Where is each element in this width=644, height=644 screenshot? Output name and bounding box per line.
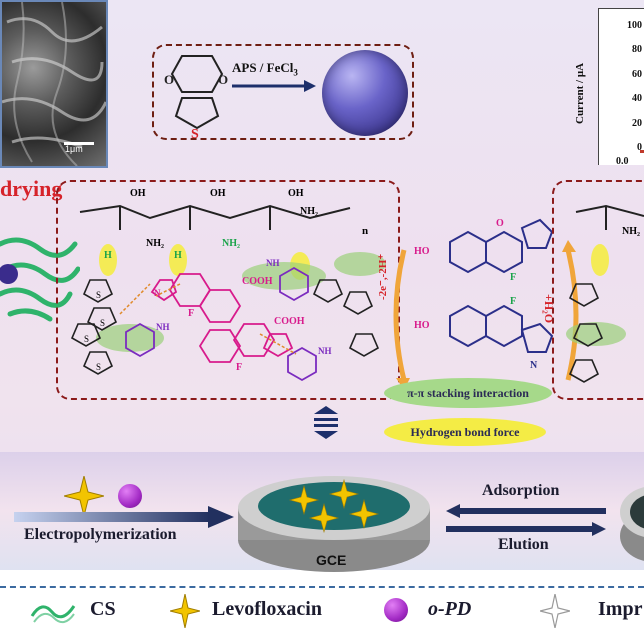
opd-sphere-reactant (118, 484, 142, 508)
chart-x-tick: 0.0 (616, 156, 629, 167)
f-label: F (188, 308, 194, 319)
s-label: S (96, 362, 101, 372)
imprinted-electrode (620, 487, 644, 561)
svg-text:O: O (218, 72, 228, 87)
monomer-sulfur: S (191, 127, 199, 140)
s-label: S (84, 334, 89, 344)
ho-label: HO (414, 246, 430, 257)
levofloxacin-molecule-bottom: HO F N (414, 296, 554, 371)
sem-image: 1μm (0, 0, 108, 168)
svg-text:O: O (164, 72, 174, 87)
hydration-arrow (562, 240, 579, 381)
legend-cs-label: CS (90, 598, 116, 620)
legend-divider (0, 586, 644, 588)
chart-line (640, 150, 644, 153)
nh-label: NH (266, 258, 280, 268)
nh2-label: NH₂ (300, 206, 318, 217)
o-label: O (496, 218, 504, 229)
h-label: H (174, 250, 182, 261)
levofloxacin-legend-icon (170, 594, 200, 628)
legend-imprint-label: Impr (598, 598, 643, 620)
elution-label: Elution (498, 536, 549, 553)
f-label: F (236, 362, 242, 373)
chart-ylabel: Current / μA (574, 62, 586, 124)
nh-label: NH (156, 322, 170, 332)
levofloxacin-star-reactant (64, 476, 104, 516)
elution-arrow (446, 522, 606, 536)
current-chart (598, 8, 644, 165)
opd-legend-icon (384, 598, 408, 622)
oh-label: OH (130, 188, 146, 199)
reagents-text: APS / FeCl (232, 60, 294, 75)
pedot-sphere (322, 50, 408, 136)
reagents-subscript: 3 (293, 67, 298, 78)
pi-stacking-pill: π-π stacking interaction (384, 378, 552, 408)
electropolymerization-arrow (14, 506, 234, 528)
legend-levofloxacin-label: Levofloxacin (212, 598, 322, 620)
s-label: S (100, 318, 105, 328)
electropolymerization-label: Electropolymerization (24, 526, 177, 543)
equivalence-icon (314, 406, 338, 439)
y-tick: 100 (627, 20, 642, 31)
hbond-pill: Hydrogen bond force (384, 418, 546, 446)
sem-scale-bar: 1μm (65, 144, 83, 154)
s-label: S (96, 290, 101, 300)
adsorption-arrow (446, 504, 606, 518)
legend-opd-label: o-PD (428, 598, 471, 621)
y-tick: 0 (637, 142, 642, 154)
y-tick: 80 (632, 44, 642, 56)
polymer-structure: OH OH OH NH₂ NH₂ NH₂ n H H S S S S (70, 188, 386, 382)
edot-monomer: O O S (164, 55, 228, 140)
cooh-label: COOH (242, 276, 273, 287)
cs-legend-icon (30, 605, 76, 624)
hbond-label: Hydrogen bond force (410, 425, 520, 439)
nh2-label: NH₂ (622, 226, 640, 237)
nh-label: NH (318, 346, 332, 356)
f-label: F (510, 296, 516, 307)
nh2-label: NH₂ (222, 238, 240, 249)
synthesis-arrow (232, 80, 316, 92)
forward-reaction-label: -2e⁻,-2H⁺ (377, 253, 389, 300)
y-tick: 60 (632, 68, 642, 80)
cooh-label: COOH (274, 316, 305, 327)
n-label: n (362, 225, 368, 237)
chart-y-ticks: 100 80 60 40 20 0 (612, 14, 642, 160)
drying-label: drying (0, 176, 63, 201)
oh-label: OH (210, 188, 226, 199)
y-tick: 40 (632, 93, 642, 105)
f-label: F (510, 272, 516, 283)
cs-fibers (0, 237, 80, 322)
oh-label: OH (288, 188, 304, 199)
polymer-structure-right: NH₂ (566, 204, 644, 383)
synthesis-box (152, 44, 414, 140)
polymer-structure-box-right (552, 180, 644, 400)
gce-label: GCE (316, 552, 347, 568)
pi-stacking-label: π-π stacking interaction (407, 386, 529, 400)
imprint-legend-icon (540, 594, 570, 628)
h-label: H (104, 250, 112, 261)
adsorption-label: Adsorption (482, 482, 560, 499)
levofloxacin-molecule-top: HO F O (414, 218, 554, 283)
n-atom-label: N (154, 288, 161, 298)
y-tick: 20 (632, 117, 642, 129)
legend-opd-text: o-PD (428, 598, 472, 620)
nh2-label: NH₂ (146, 238, 164, 249)
n-atom-label: N (530, 360, 538, 371)
ho-label: HO (414, 320, 430, 331)
synthesis-reagents: APS / FeCl3 (232, 60, 298, 78)
gce-electrode (238, 476, 430, 572)
